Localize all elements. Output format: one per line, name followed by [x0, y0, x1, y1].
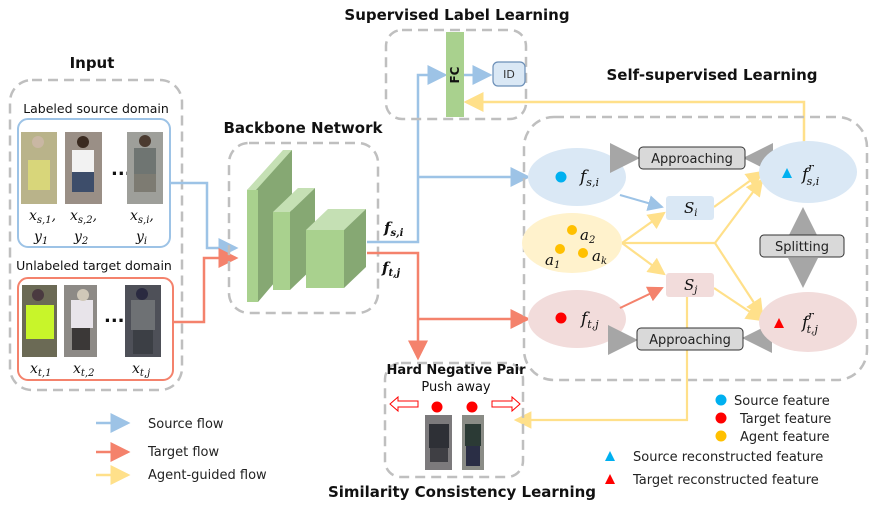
source-feature-dot	[555, 171, 567, 183]
approaching-bottom-label: Approaching	[649, 333, 731, 348]
ftj-to-sj-arrow	[619, 286, 664, 309]
target-to-pair-arrow	[367, 251, 428, 361]
target-ellipsis: ...	[104, 306, 125, 327]
legend-target-feature-icon	[715, 412, 727, 424]
negative-dot-2	[466, 401, 478, 413]
sj-label: Sj	[684, 276, 697, 296]
negative-image-2	[462, 415, 484, 470]
legend-agent-feature-label: Agent feature	[740, 430, 830, 445]
target-input-arrow	[173, 248, 239, 324]
backbone-source-output-label: fs,i	[383, 219, 404, 239]
backbone-target-output-label: ft,j	[381, 259, 401, 279]
legend-target-recon-icon	[605, 474, 615, 484]
legend-source-feature-label: Source feature	[734, 394, 830, 409]
id-box	[492, 61, 526, 87]
source-sample-labels: xs,1, y1 xs,2, y2 xs,i, yi	[29, 208, 154, 247]
agent-label-k: ak	[592, 247, 607, 267]
approaching-bottom: Approaching	[608, 323, 772, 355]
si-box	[666, 196, 714, 220]
source-domain-label: Labeled source domain	[23, 101, 169, 116]
target-feature-node	[528, 290, 626, 348]
similarity-dashed-box	[383, 361, 525, 479]
legend-agent-feature-icon	[715, 430, 727, 442]
source-sample-1-x: xs,1,	[29, 208, 56, 226]
target-domain-box	[17, 277, 174, 381]
id-label: ID	[503, 68, 515, 81]
legend-source-flow-label: Source flow	[148, 417, 224, 432]
hard-negative-label: Hard Negative Pair	[387, 363, 527, 378]
source-feature-label: fs,i	[578, 167, 599, 189]
recon-to-fc-arrow	[463, 92, 806, 143]
legend-source-feature-icon	[715, 394, 727, 406]
svg-text:xt,j: xt,j	[132, 361, 150, 379]
push-away-label: Push away	[421, 380, 491, 395]
target-recon-triangle	[774, 318, 784, 328]
source-sample-1-y: y1	[33, 229, 48, 247]
agent-dot-k	[578, 248, 588, 258]
self-supervised-title: Self-supervised Learning	[607, 66, 818, 84]
agent-label-2: a2	[580, 226, 595, 246]
source-sample-i-y: yi	[135, 229, 147, 247]
source-to-fc-arrow	[367, 65, 448, 244]
sj-box	[666, 273, 714, 297]
legend-target-flow-label: Target flow	[147, 445, 219, 460]
legend-source-recon-label: Source reconstructed feature	[633, 450, 823, 465]
source-recon-node	[759, 141, 857, 203]
input-title: Input	[70, 54, 115, 72]
target-sample-labels: xt,1 xt,2 xt,j	[30, 361, 150, 379]
agent-feature-node	[522, 213, 622, 273]
svg-text:xt,1: xt,1	[30, 361, 51, 379]
flow-legend: Source flow Target flow Agent-guided flo…	[96, 413, 267, 485]
agent-label-1: a1	[545, 251, 560, 271]
push-left-arrow	[389, 395, 419, 413]
backbone-title: Backbone Network	[224, 119, 384, 137]
target-image-3	[125, 285, 161, 357]
source-ellipsis: ...	[111, 159, 132, 180]
agent-dot-1	[555, 244, 565, 254]
source-image-3	[127, 132, 163, 204]
backbone-dashed-box	[227, 141, 380, 315]
source-feature-node	[528, 148, 626, 206]
legend-target-recon-label: Target reconstructed feature	[632, 473, 819, 488]
target-recon-node	[759, 292, 857, 352]
svg-text:xt,2: xt,2	[73, 361, 94, 379]
push-right-arrow	[491, 395, 521, 413]
splitting-label: Splitting	[775, 240, 829, 255]
agent-dot-2	[567, 225, 577, 235]
similarity-title: Similarity Consistency Learning	[328, 483, 596, 501]
source-input-arrow	[170, 181, 239, 258]
source-sample-i-x: xs,i,	[130, 208, 154, 226]
legend-agent-flow-label: Agent-guided flow	[148, 468, 267, 483]
feature-legend: Source feature Target feature Agent feat…	[605, 394, 831, 488]
source-recon-triangle	[782, 168, 792, 178]
source-sample-2-x: xs,2,	[70, 208, 97, 226]
target-feature-label: ft,j	[579, 309, 599, 331]
negative-dot-1	[431, 401, 443, 413]
legend-source-recon-icon	[605, 451, 615, 461]
approaching-top: Approaching	[610, 143, 773, 173]
target-image-1	[22, 285, 57, 357]
supervised-dashed-box	[384, 28, 528, 121]
input-dashed-box	[8, 78, 184, 392]
negative-image-1	[425, 415, 452, 470]
fc-layer	[446, 32, 464, 117]
target-domain-label: Unlabeled target domain	[16, 258, 172, 273]
target-image-2	[64, 285, 97, 357]
splitting: Splitting	[759, 207, 845, 288]
source-image-2	[65, 132, 102, 204]
target-feature-dot	[555, 312, 567, 324]
source-image-1	[21, 132, 57, 204]
fc-label: FC	[448, 66, 462, 83]
backbone-layer-3	[306, 209, 366, 288]
legend-target-feature-label: Target feature	[739, 412, 831, 427]
approaching-top-label: Approaching	[651, 152, 733, 167]
source-sample-2-y: y2	[73, 229, 88, 247]
supervised-title: Supervised Label Learning	[344, 6, 569, 24]
si-label: Si	[684, 199, 697, 219]
fsi-to-si-arrow	[619, 194, 664, 211]
